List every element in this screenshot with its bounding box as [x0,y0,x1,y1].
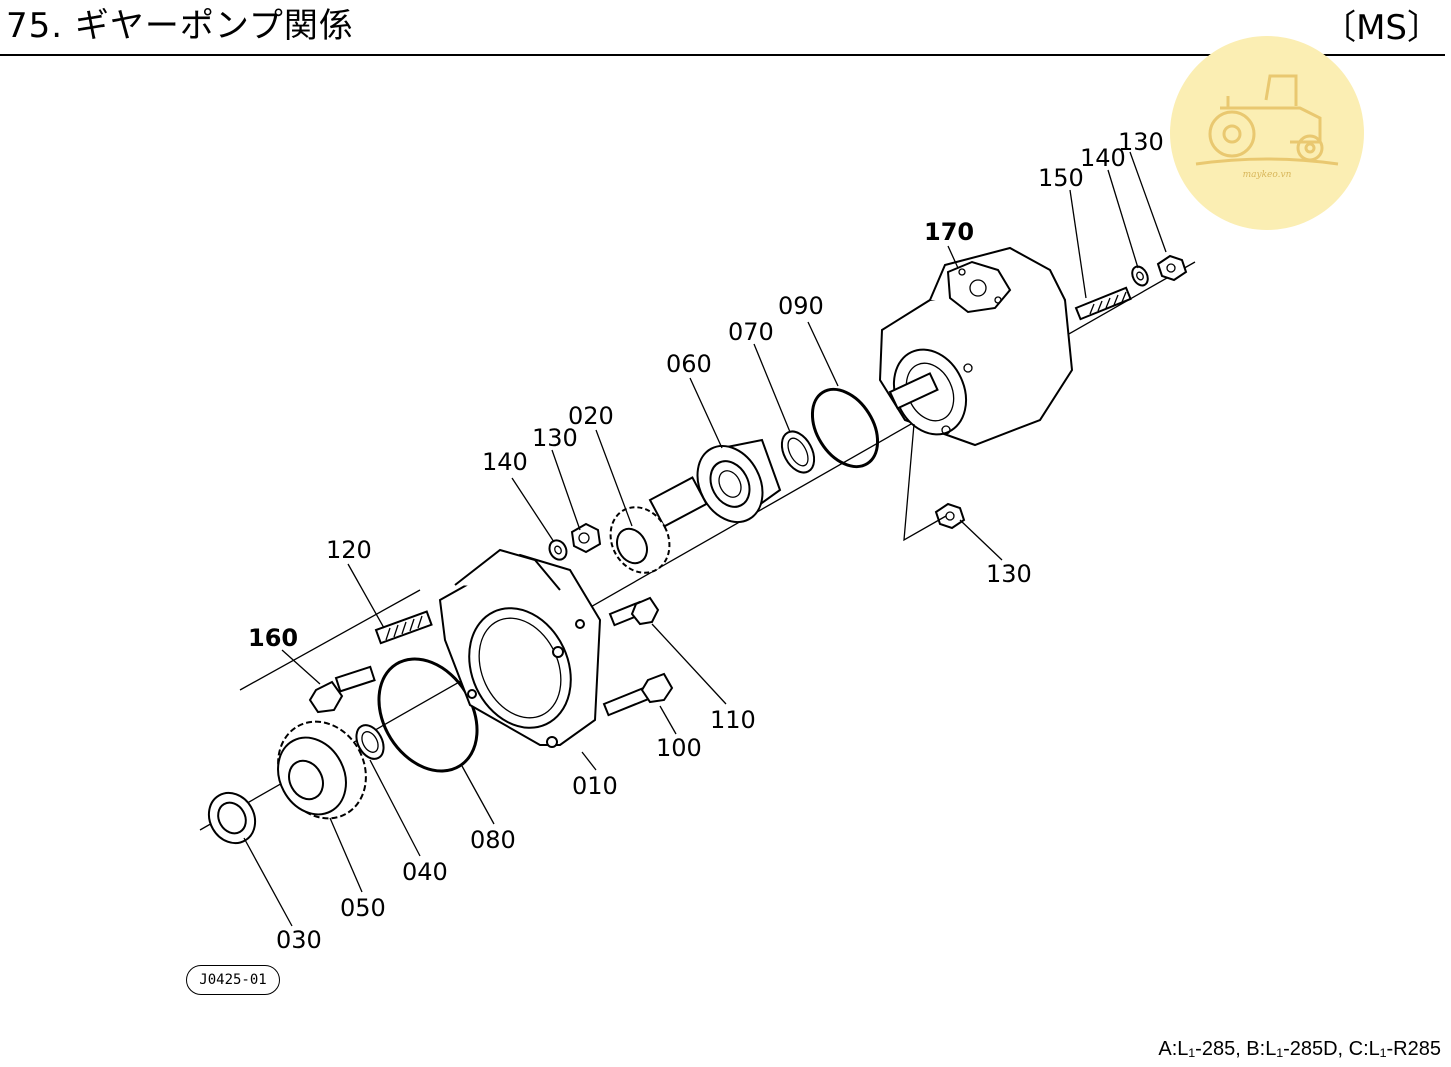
label-140-right: 140 [1080,144,1126,172]
label-040: 040 [402,858,448,886]
watermark-logo: maykeo.vn [1170,36,1364,230]
header-rule [0,54,1445,56]
assembly-axis-line-2 [239,589,421,691]
part-140-washer [548,539,568,561]
part-070-snap-ring [780,430,816,474]
label-070: 070 [728,318,774,346]
label-090: 090 [778,292,824,320]
part-100-bolt [602,672,674,717]
part-140-washer-right [1131,265,1149,287]
part-130-nut-bottom [934,502,966,530]
part-130-nut [570,522,602,554]
page-title: 75. ギヤーポンプ関係 [6,6,354,46]
tractor-icon [1195,74,1339,166]
label-150: 150 [1038,164,1084,192]
part-110-bolt [608,596,660,627]
label-020: 020 [568,402,614,430]
label-110: 110 [710,706,756,734]
part-040-snap-ring [355,724,385,760]
label-060: 060 [666,350,712,378]
label-160: 160 [248,624,298,652]
label-120: 120 [326,536,372,564]
part-020-drive-gear [609,476,708,574]
part-050-gear [277,720,367,820]
nut-locator-line [903,423,947,542]
label-170: 170 [924,218,974,246]
leader-lines [243,151,1167,927]
part-130-nut-right [1156,254,1188,282]
figure-code: J0425-01 [186,965,280,995]
label-080: 080 [470,826,516,854]
part-010-housing [438,548,602,748]
part-030-seal-ring [207,791,257,845]
model-applicability-note: A:L₁-285, B:L₁-285D, C:L₁-R285 [1158,1038,1441,1060]
watermark-text: maykeo.vn [1242,170,1292,180]
label-010: 010 [572,772,618,800]
label-130-right: 130 [1118,128,1164,156]
part-170-pump-body [878,246,1074,447]
label-050: 050 [340,894,386,922]
label-130-left: 130 [532,424,578,452]
part-150-stud [1074,286,1132,321]
label-030: 030 [276,926,322,954]
label-130-bottom: 130 [986,560,1032,588]
part-060-bearing [696,438,782,524]
label-100: 100 [656,734,702,762]
section-code: 〔MS〕 [1322,8,1441,48]
label-140-left: 140 [482,448,528,476]
part-090-o-ring [810,387,880,469]
part-120-stud [374,610,433,645]
part-160-bolt [308,665,376,714]
